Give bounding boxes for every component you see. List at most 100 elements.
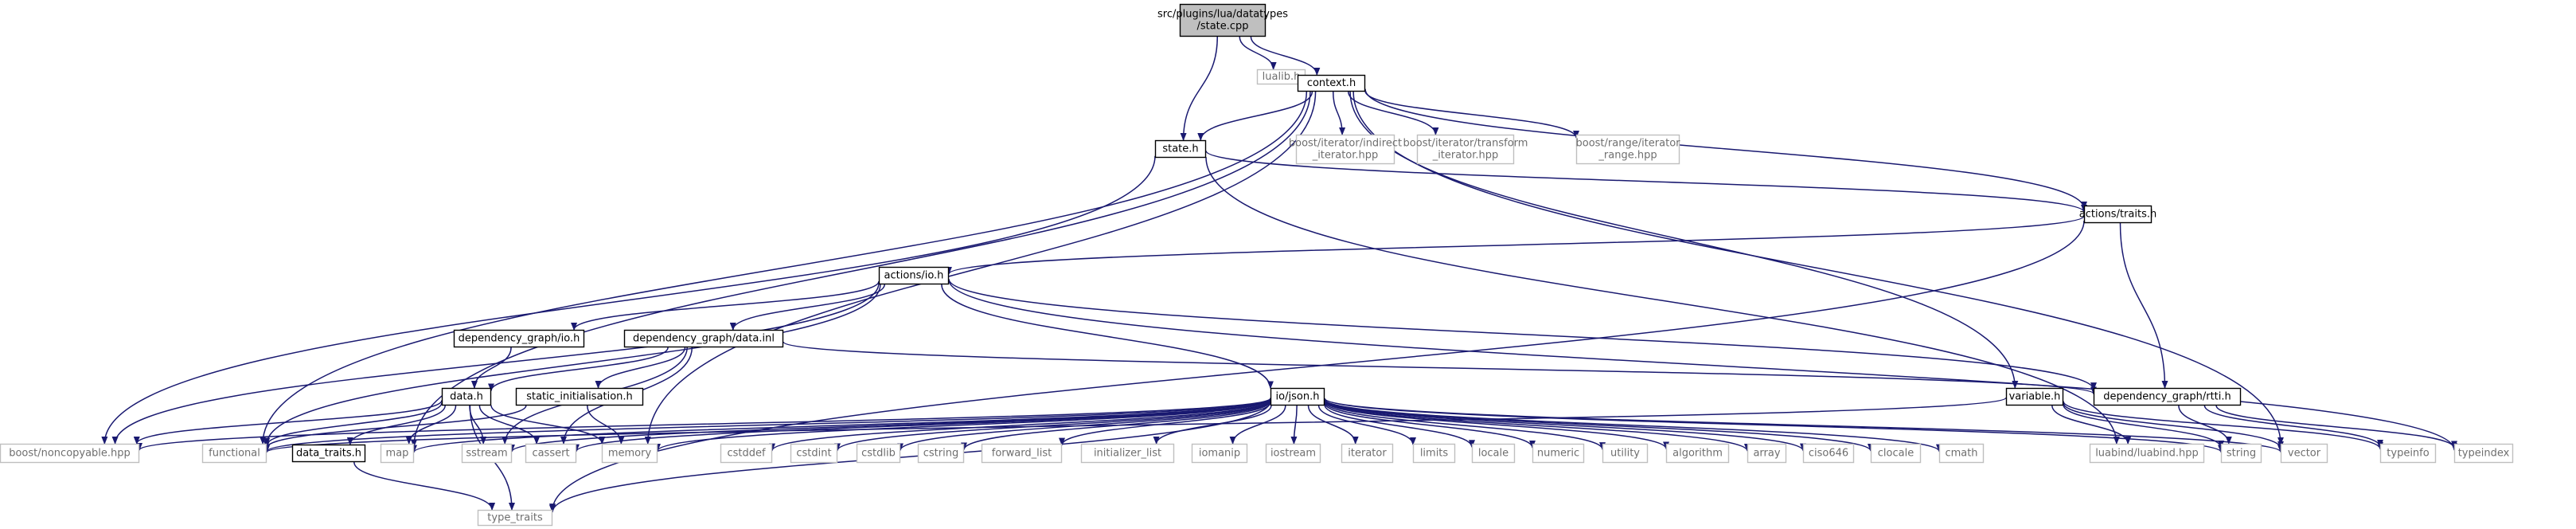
node-iter_transform-label-0: boost/iterator/transform — [1403, 138, 1528, 150]
edge-io_json-to-type_traits — [549, 401, 1271, 513]
edge-root-to-lualib — [1239, 36, 1277, 70]
node-cstdint-label-0: cstdint — [796, 448, 831, 460]
node-static_init-label-0: static_initialisation.h — [526, 391, 633, 403]
edge-context-to-range_iter — [1364, 90, 1579, 139]
node-context-label-0: context.h — [1307, 77, 1356, 89]
edge-io_json-to-algorithm — [1324, 400, 1669, 450]
node-typeinfo: typeinfo — [2379, 443, 2437, 464]
edge-context-to-memory — [644, 91, 1317, 445]
node-static_init[interactable]: static_initialisation.h — [515, 387, 644, 406]
edge-io_json-to-cstdint — [834, 399, 1271, 452]
node-limits-box — [1412, 443, 1456, 464]
node-iterator-label-0: iterator — [1348, 448, 1387, 460]
edge-io_json-to-iterator — [1307, 405, 1359, 445]
node-forward_list-box — [981, 443, 1063, 464]
node-clocale: clocale — [1870, 443, 1922, 464]
node-dg_data_inl[interactable]: dependency_graph/data.inl — [623, 329, 784, 348]
node-iter_indirect: boost/iterator/indirect_iterator.hpp — [1289, 134, 1402, 165]
edge-io_json-to-forward_list — [1059, 402, 1271, 446]
node-context[interactable]: context.h — [1297, 74, 1366, 92]
node-iter_transform-label-1: _iterator.hpp — [1432, 150, 1499, 162]
edge-dg_rtti-to-typeinfo — [2203, 405, 2383, 448]
edge-io_json-to-functional — [263, 398, 1271, 453]
node-variable[interactable]: variable.h — [2005, 387, 2064, 406]
edge-dg_data_inl-to-static_init — [595, 347, 686, 389]
node-actions_io-box — [878, 266, 950, 285]
node-lualib-label-0: lualib.h — [1263, 71, 1301, 83]
node-iterator: iterator — [1341, 443, 1394, 464]
edge-data_h-to-functional — [263, 402, 443, 447]
edge-io_json-to-noncopyable — [136, 397, 1271, 451]
node-range_iter-box — [1575, 134, 1680, 165]
edge-context-to-state — [1197, 91, 1313, 141]
node-state[interactable]: state.h — [1154, 139, 1207, 159]
node-memory-box — [601, 443, 658, 464]
edge-context-to-map — [411, 91, 1311, 448]
node-cstring-label-0: cstring — [923, 448, 958, 460]
node-typeindex: typeindex — [2453, 443, 2514, 464]
node-root-label-0: src/plugins/lua/datatypes — [1157, 9, 1288, 21]
node-io_json-label-0: io/json.h — [1276, 391, 1320, 403]
node-dg_rtti[interactable]: dependency_graph/rtti.h — [2093, 387, 2242, 406]
node-variable-label-0: variable.h — [2009, 391, 2061, 403]
node-utility: utility — [1602, 443, 1649, 464]
node-dg_rtti-box — [2093, 387, 2242, 406]
node-sstream-box — [461, 443, 513, 464]
edge-io_json-to-limits — [1317, 405, 1416, 446]
node-luabind: luabind/luabind.hpp — [2089, 443, 2205, 464]
node-actions_traits-label-0: actions/traits.h — [2079, 209, 2156, 221]
node-actions_traits[interactable]: actions/traits.h — [2079, 205, 2156, 224]
edge-actions_io-to-io_json — [941, 284, 1274, 390]
node-luabind-box — [2089, 443, 2205, 464]
edge-context-to-functional — [260, 91, 1308, 445]
node-type_traits-box — [477, 509, 553, 527]
node-forward_list: forward_list — [981, 443, 1063, 464]
node-memory-label-0: memory — [608, 448, 652, 460]
node-initializer_list-label-0: initializer_list — [1094, 448, 1161, 460]
edge-actions_io-to-noncopyable — [111, 283, 880, 445]
node-cstring-box — [917, 443, 965, 464]
node-sstream-label-0: sstream — [466, 448, 507, 460]
node-numeric-box — [1532, 443, 1585, 464]
edge-dg_io-to-data_h — [470, 347, 512, 389]
node-utility-label-0: utility — [1610, 448, 1640, 460]
node-typeinfo-label-0: typeinfo — [2387, 448, 2429, 460]
node-actions_io-label-0: actions/io.h — [884, 270, 944, 282]
edge-io_json-to-locale — [1324, 404, 1475, 449]
node-functional-label-0: functional — [209, 448, 260, 460]
node-noncopyable-box — [0, 443, 140, 464]
node-data_traits[interactable]: data_traits.h — [291, 444, 366, 463]
node-root[interactable]: src/plugins/lua/datatypes/state.cpp — [1157, 3, 1288, 37]
node-actions_io[interactable]: actions/io.h — [878, 266, 950, 285]
edge-state-to-noncopyable — [101, 155, 1156, 445]
edges-layer — [101, 36, 2457, 513]
node-array: array — [1747, 443, 1787, 464]
node-type_traits-label-0: type_traits — [487, 512, 543, 524]
node-iomanip-box — [1191, 443, 1248, 464]
node-numeric: numeric — [1532, 443, 1585, 464]
edge-io_json-to-iostream — [1290, 405, 1298, 445]
node-algorithm: algorithm — [1665, 443, 1730, 464]
node-luabind-label-0: luabind/luabind.hpp — [2095, 448, 2199, 460]
node-map-label-0: map — [386, 448, 409, 460]
node-cassert: cassert — [525, 443, 577, 464]
node-typeinfo-box — [2379, 443, 2437, 464]
node-array-label-0: array — [1753, 448, 1780, 460]
node-clocale-box — [1870, 443, 1922, 464]
node-iostream: iostream — [1265, 443, 1321, 464]
node-functional: functional — [201, 443, 267, 464]
node-numeric-label-0: numeric — [1537, 448, 1579, 460]
node-context-box — [1297, 74, 1366, 92]
edge-io_json-to-clocale — [1324, 398, 1874, 453]
node-data_h[interactable]: data.h — [441, 387, 492, 406]
node-limits-label-0: limits — [1420, 448, 1449, 460]
edge-state-to-actions_traits — [1205, 150, 2087, 214]
edge-actions_io-to-dg_rtti — [948, 279, 2097, 391]
node-dg_io[interactable]: dependency_graph/io.h — [453, 329, 585, 348]
edge-data_h-to-map — [405, 405, 457, 445]
node-io_json[interactable]: io/json.h — [1270, 387, 1325, 406]
edge-variable-to-vector — [2063, 402, 2284, 449]
node-locale-box — [1471, 443, 1516, 464]
node-typeindex-label-0: typeindex — [2458, 448, 2510, 460]
